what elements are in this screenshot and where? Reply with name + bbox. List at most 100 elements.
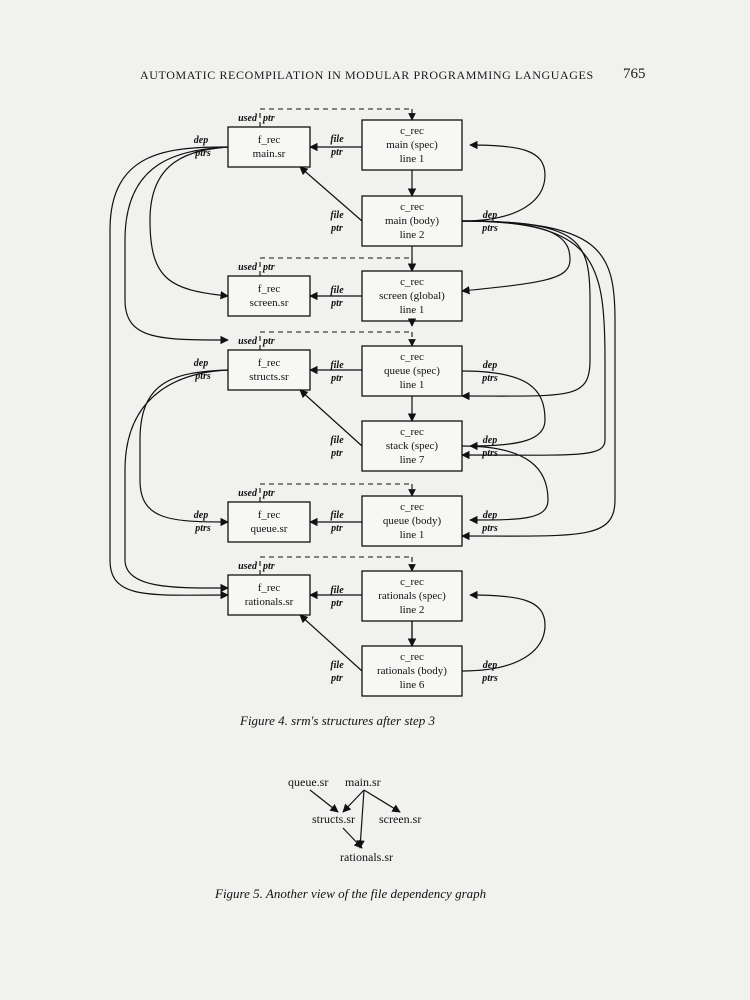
c-rec-name: stack (spec) [386, 440, 439, 452]
ptr-label: ptr [262, 113, 275, 124]
dep-label: dep [194, 358, 208, 369]
c-rec-line: line 1 [400, 304, 425, 316]
graph-edge [342, 827, 363, 849]
c-rec-line: line 1 [400, 529, 425, 541]
graph-node-main-sr: main.sr [345, 775, 381, 789]
dep-ptr-curve [461, 220, 571, 295]
dep-ptr-curve [149, 146, 229, 300]
ptr-label: ptr [330, 223, 343, 234]
f-rec-file: queue.sr [251, 523, 288, 535]
ptr-label: ptr [262, 336, 275, 347]
ptr-label: ptr [330, 448, 343, 459]
used-label: used [238, 262, 258, 273]
ptrs-label: ptrs [481, 373, 498, 384]
c-rec-kind: c_rec [400, 501, 424, 513]
f-rec-kind: f_rec [258, 582, 281, 594]
c-rec-name: main (body) [385, 215, 439, 227]
dep-ptr-curve [109, 146, 229, 600]
file-label: file [330, 134, 344, 145]
f-rec-box [227, 349, 311, 391]
dep-label: dep [483, 210, 497, 221]
dep-ptr-curve [461, 140, 546, 222]
c-rec-kind: c_rec [400, 426, 424, 438]
graph-edge [309, 789, 339, 813]
figure-5-caption: Figure 5. Another view of the file depen… [214, 886, 486, 901]
f-rec-file: screen.sr [250, 297, 289, 309]
figure-4-diagram: f_rec main.sr f_rec screen.sr f_rec structs.s… [109, 108, 616, 697]
c-rec-line: line 2 [400, 229, 425, 241]
dep-ptr-curve [139, 369, 229, 527]
running-title: Automatic Recompilation in Modular Progr… [140, 68, 594, 82]
c-rec-box [361, 119, 463, 171]
c-rec-name: queue (spec) [384, 365, 440, 377]
f-rec-file: structs.sr [249, 371, 289, 383]
dep-label: dep [483, 435, 497, 446]
file-label: file [330, 585, 344, 596]
ptrs-label: ptrs [194, 148, 211, 159]
ptr-label: ptr [262, 262, 275, 273]
c-rec-line: line 6 [400, 679, 425, 691]
f-rec-file: main.sr [253, 148, 286, 160]
c-rec-name: rationals (spec) [378, 590, 446, 602]
f-rec-kind: f_rec [258, 134, 281, 146]
c-rec-kind: c_rec [400, 576, 424, 588]
running-header: Automatic Recompilation in Modular Progr… [140, 66, 680, 86]
c-rec-name: queue (body) [383, 515, 442, 527]
ptr-label: ptr [330, 598, 343, 609]
c-rec-kind: c_rec [400, 651, 424, 663]
used-label: used [238, 336, 258, 347]
f-rec-box [227, 275, 311, 317]
ptr-label: ptr [262, 561, 275, 572]
file-label: file [330, 285, 344, 296]
ptrs-label: ptrs [481, 448, 498, 459]
used-label: used [238, 113, 258, 124]
c-rec-kind: c_rec [400, 276, 424, 288]
dep-ptr-curve [124, 369, 229, 593]
c-rec-kind: c_rec [400, 125, 424, 137]
figure-5-diagram: queue.sr main.sr structs.sr screen.sr ra… [288, 775, 421, 864]
graph-edge [363, 789, 401, 813]
c-rec-kind: c_rec [400, 201, 424, 213]
graph-edge [356, 789, 365, 849]
file-label: file [330, 660, 344, 671]
dep-ptr-curve [461, 220, 616, 541]
graph-node-queue-sr: queue.sr [288, 775, 328, 789]
file-label: file [330, 360, 344, 371]
graph-node-structs-sr: structs.sr [312, 812, 355, 826]
c-rec-box [361, 645, 463, 697]
ptr-label: ptr [262, 488, 275, 499]
f-rec-kind: f_rec [258, 509, 281, 521]
used-label: used [238, 561, 258, 572]
file-label: file [330, 210, 344, 221]
dep-ptr-curve [461, 370, 546, 451]
f-rec-file: rationals.sr [245, 596, 294, 608]
f-rec-box [227, 501, 311, 543]
dep-ptr-curve [124, 146, 229, 345]
dep-ptr-curve [461, 220, 606, 460]
c-rec-name: screen (global) [379, 290, 445, 302]
ptrs-label: ptrs [481, 223, 498, 234]
figure-4-caption: Figure 4. srm's structures after step 3 [239, 713, 436, 728]
ptr-label: ptr [330, 373, 343, 384]
page-number: 765 [623, 66, 646, 82]
dep-label: dep [194, 510, 208, 521]
graph-node-screen-sr: screen.sr [379, 812, 421, 826]
c-rec-line: line 2 [400, 604, 425, 616]
ptrs-label: ptrs [194, 371, 211, 382]
c-rec-name: main (spec) [386, 139, 438, 151]
ptr-label: ptr [330, 673, 343, 684]
ptrs-label: ptrs [481, 523, 498, 534]
f-rec-kind: f_rec [258, 283, 281, 295]
dep-ptr-curve [461, 590, 546, 672]
f-rec-kind: f_rec [258, 357, 281, 369]
c-rec-kind: c_rec [400, 351, 424, 363]
ptr-label: ptr [330, 147, 343, 158]
c-rec-line: line 1 [400, 153, 425, 165]
file-label: file [330, 510, 344, 521]
graph-edge [342, 789, 365, 813]
f-rec-box [227, 126, 311, 168]
ptr-label: ptr [330, 298, 343, 309]
dep-label: dep [194, 135, 208, 146]
ptrs-label: ptrs [481, 673, 498, 684]
